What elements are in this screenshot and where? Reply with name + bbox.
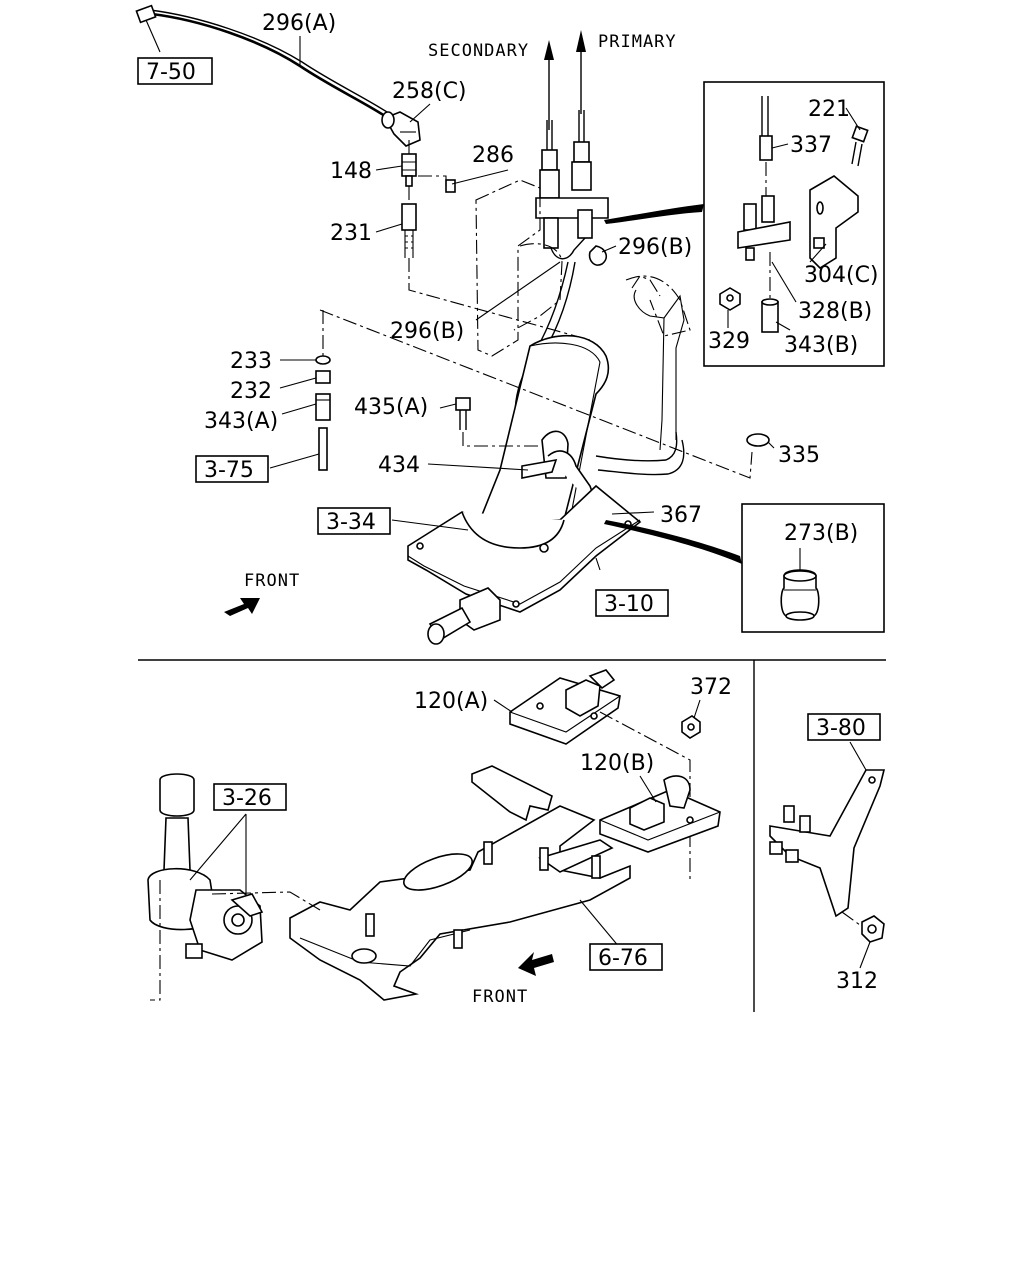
inset-box-grommet: [741, 503, 885, 633]
label-312: 312: [836, 969, 878, 994]
front-arrow-top: [224, 598, 260, 616]
ref-3-80[interactable]: 3-80: [816, 716, 866, 741]
label-221: 221: [808, 97, 850, 122]
label-273b: 273(B): [784, 521, 858, 546]
label-296b-1: 296(B): [618, 235, 692, 260]
ref-box-6-76: [589, 943, 663, 971]
washer-335: [746, 433, 770, 447]
label-337: 337: [790, 133, 832, 158]
label-120b: 120(B): [580, 751, 654, 776]
studs: [365, 841, 601, 949]
primary-arrow: [576, 30, 586, 114]
bracket-3-80: [769, 769, 886, 929]
ref-3-10[interactable]: 3-10: [604, 592, 654, 617]
label-120a: 120(A): [414, 689, 488, 714]
base-plate-3-10: [407, 484, 642, 613]
shift-lever-housing: [475, 179, 691, 476]
label-296b-2: 296(B): [390, 319, 464, 344]
label-304c: 304(C): [804, 263, 879, 288]
leader-lines: [189, 36, 871, 969]
ref-3-34[interactable]: 3-34: [326, 510, 376, 535]
label-front-bottom: FRONT: [472, 987, 528, 1007]
label-secondary: SECONDARY: [428, 41, 529, 61]
label-343a: 343(A): [204, 409, 278, 434]
ref-box-3-26: [213, 783, 287, 811]
label-286: 286: [472, 143, 514, 168]
inset-box-hose-bracket: [703, 81, 885, 367]
label-367: 367: [660, 503, 702, 528]
label-148: 148: [330, 159, 372, 184]
ref-box-3-10: [595, 589, 669, 617]
label-front-top: FRONT: [244, 571, 300, 591]
plate-120b: [599, 775, 721, 853]
label-434: 434: [378, 453, 420, 478]
hose-296a: [135, 4, 388, 118]
ref-box-3-80: [807, 713, 881, 741]
nut-372: [681, 715, 701, 739]
label-233: 233: [230, 349, 272, 374]
label-258c: 258(C): [392, 79, 467, 104]
nut-232: [315, 370, 331, 384]
secondary-arrow: [544, 40, 554, 130]
ref-6-76[interactable]: 6-76: [598, 946, 648, 971]
ref-box-3-34: [317, 507, 391, 535]
label-329: 329: [708, 329, 750, 354]
plug-286: [445, 179, 456, 193]
plate-120a: [509, 669, 621, 745]
ref-7-50[interactable]: 7-50: [146, 60, 196, 85]
nut-312: [861, 915, 885, 943]
label-231: 231: [330, 221, 372, 246]
label-232: 232: [230, 379, 272, 404]
pin-3-75: [318, 427, 328, 471]
label-328b: 328(B): [798, 299, 872, 324]
label-296a: 296(A): [262, 11, 336, 36]
shift-shaft: [427, 587, 501, 645]
elbow-fitting-258c: [381, 111, 421, 147]
fitting-231: [401, 203, 417, 258]
label-372: 372: [690, 675, 732, 700]
label-335: 335: [778, 443, 820, 468]
ref-3-75[interactable]: 3-75: [204, 458, 254, 483]
washer-233: [315, 355, 331, 365]
connector-148: [401, 153, 417, 187]
bracket-434: [521, 458, 558, 479]
label-435a: 435(A): [354, 395, 428, 420]
front-arrow-bottom: [518, 952, 554, 976]
label-primary: PRIMARY: [598, 32, 677, 52]
mounting-plate-6-76: [289, 765, 631, 1001]
shifter-3-26: [147, 773, 321, 1001]
sleeve-343a: [315, 393, 331, 421]
label-343b: 343(B): [784, 333, 858, 358]
cable-connectors: [535, 110, 609, 266]
ref-box-3-75: [195, 455, 269, 483]
ref-3-26[interactable]: 3-26: [222, 786, 272, 811]
ref-box-7-50: [137, 57, 213, 85]
